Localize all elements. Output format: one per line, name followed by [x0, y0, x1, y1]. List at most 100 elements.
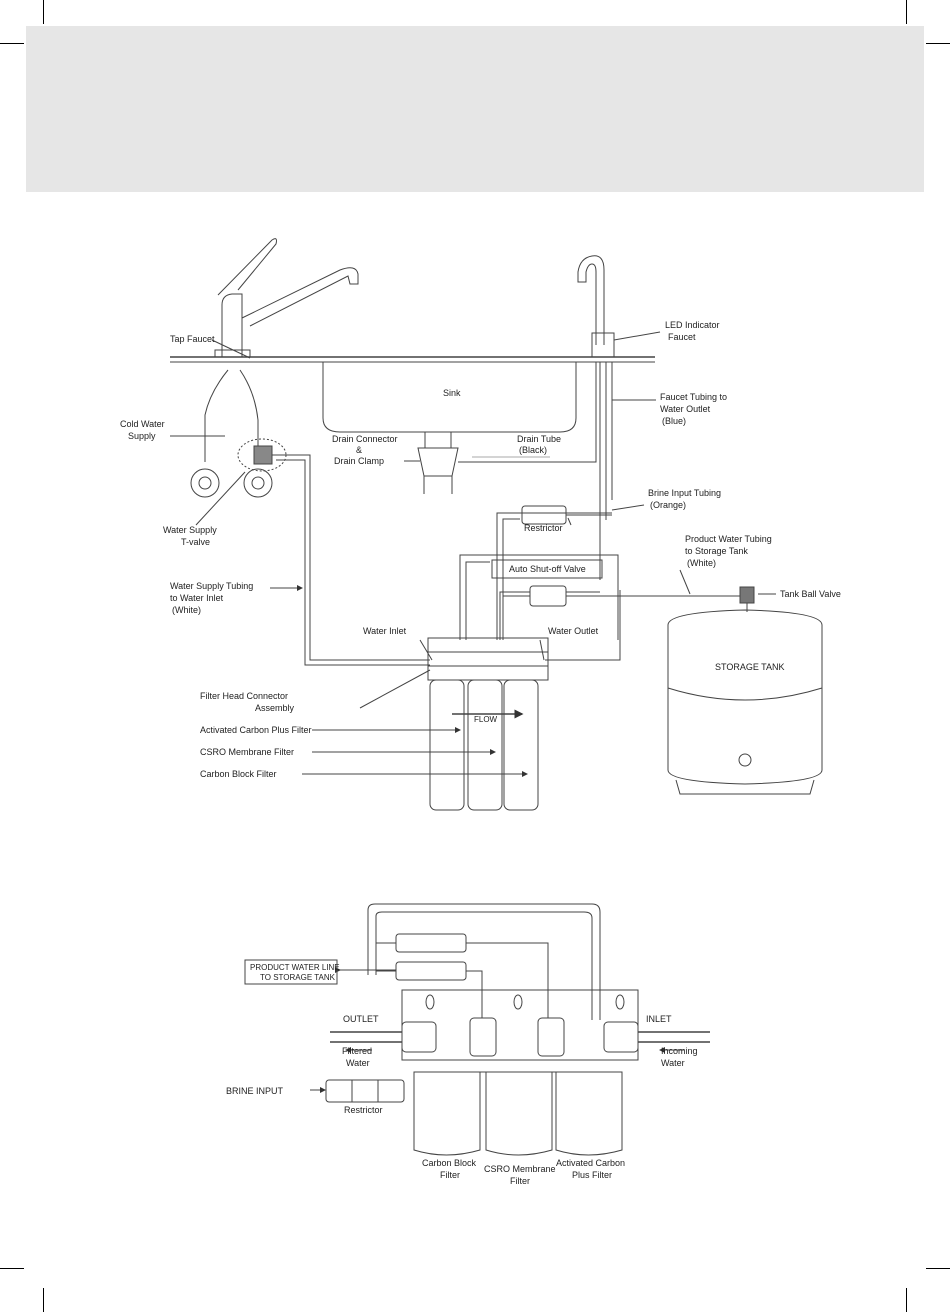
faucet-tubing-bundle: [599, 362, 613, 580]
shutoff-valve-hot: [243, 468, 273, 498]
label-bottom-restrictor: Restrictor: [344, 1105, 383, 1115]
crop-mark: [906, 0, 907, 24]
label-activated-carbon: Activated Carbon Plus Filter: [200, 725, 312, 735]
label-csro-2: Filter: [510, 1176, 530, 1186]
label-drain-tube-1: Drain Tube: [517, 434, 561, 444]
label-drain-connector-3: Drain Clamp: [334, 456, 384, 466]
label-tap-faucet: Tap Faucet: [170, 334, 215, 344]
label-restrictor: Restrictor: [524, 523, 563, 533]
label-outlet: OUTLET: [343, 1014, 379, 1024]
csro-membrane-cartridge: [467, 679, 503, 811]
label-brine-tubing-2: (Orange): [650, 500, 686, 510]
label-flow: FLOW: [474, 715, 498, 724]
top-diagram-labels: Tap Faucet Cold Water Supply Sink Drain …: [120, 320, 841, 779]
label-drain-connector-2: &: [356, 445, 362, 455]
label-sink: Sink: [443, 388, 461, 398]
label-csro-membrane: CSRO Membrane Filter: [200, 747, 294, 757]
label-cold-water-2: Supply: [128, 431, 156, 441]
label-incoming-2: Water: [661, 1058, 685, 1068]
bottom-diagram-labels: PRODUCT WATER LINE TO STORAGE TANK OUTLE…: [226, 963, 698, 1186]
top-tubing-loop: [367, 903, 601, 1020]
label-carbon-block-2: Filter: [440, 1170, 460, 1180]
shutoff-valve-cold: [190, 468, 220, 498]
crop-mark: [926, 43, 950, 44]
bottom-restrictor: [325, 1079, 405, 1103]
top-installation-diagram: [170, 238, 823, 811]
label-faucet-tubing-1: Faucet Tubing to: [660, 392, 727, 402]
label-cold-water-1: Cold Water: [120, 419, 165, 429]
outlet-port: [401, 1021, 437, 1053]
label-activated-carbon-1: Activated Carbon: [556, 1158, 625, 1168]
crop-mark: [0, 1268, 24, 1269]
auto-shutoff-tubing: [459, 554, 619, 640]
header-banner: [26, 26, 924, 192]
product-line-box: [244, 959, 338, 985]
tap-faucet-icon: [214, 238, 359, 358]
label-carbon-block-1: Carbon Block: [422, 1158, 477, 1168]
label-supply-tubing-2: to Water Inlet: [170, 593, 224, 603]
crop-mark: [906, 1288, 907, 1312]
fitting-right: [537, 1017, 565, 1057]
label-storage-tank: STORAGE TANK: [715, 662, 785, 672]
label-faucet-tubing-2: Water Outlet: [660, 404, 711, 414]
label-t-valve-1: Water Supply: [163, 525, 217, 535]
auto-shutoff-label-box: [491, 559, 603, 579]
label-drain-tube-2: (Black): [519, 445, 547, 455]
label-water-outlet: Water Outlet: [548, 626, 599, 636]
label-product-tubing-2: to Storage Tank: [685, 546, 748, 556]
label-tank-ball-valve: Tank Ball Valve: [780, 589, 841, 599]
check-valve-lower: [395, 961, 467, 981]
bottom-filter-diagram: [244, 903, 710, 1156]
carbon-block-cartridge: [503, 679, 539, 811]
crop-mark: [0, 43, 24, 44]
label-inlet: INLET: [646, 1014, 672, 1024]
inlet-port: [603, 1021, 639, 1053]
fitting-middle: [469, 1017, 497, 1057]
bottom-activated-carbon-cartridge: [555, 1071, 623, 1156]
filter-head-manifold: [401, 989, 639, 1061]
label-led-faucet-1: LED Indicator: [665, 320, 720, 330]
brine-tubing: [496, 512, 612, 640]
water-supply-tubing: [272, 454, 430, 661]
label-product-tubing-1: Product Water Tubing: [685, 534, 772, 544]
label-carbon-block: Carbon Block Filter: [200, 769, 277, 779]
label-filtered-1: Filtered: [342, 1046, 372, 1056]
auto-shutoff-valve: [529, 585, 567, 607]
label-filter-head-2: Assembly: [255, 703, 295, 713]
label-incoming-1: Incoming: [661, 1046, 698, 1056]
label-product-line-2: TO STORAGE TANK: [260, 973, 336, 982]
label-product-line-1: PRODUCT WATER LINE: [250, 963, 340, 972]
filter-head-assembly: [427, 637, 549, 681]
label-led-faucet-2: Faucet: [668, 332, 696, 342]
hot-supply-hose: [239, 369, 259, 462]
t-valve-icon: [253, 445, 273, 465]
label-drain-connector-1: Drain Connector: [332, 434, 398, 444]
label-filter-head-1: Filter Head Connector: [200, 691, 288, 701]
tank-ball-valve-icon: [739, 586, 755, 604]
crop-mark: [43, 0, 44, 24]
label-brine-tubing-1: Brine Input Tubing: [648, 488, 721, 498]
label-supply-tubing-3: (White): [172, 605, 201, 615]
label-product-tubing-3: (White): [687, 558, 716, 568]
label-auto-shutoff: Auto Shut-off Valve: [509, 564, 586, 574]
label-filtered-2: Water: [346, 1058, 370, 1068]
activated-carbon-cartridge: [429, 679, 465, 811]
restrictor: [521, 505, 567, 525]
label-water-inlet: Water Inlet: [363, 626, 407, 636]
label-t-valve-2: T-valve: [181, 537, 210, 547]
storage-tank: [667, 609, 823, 795]
label-brine-input: BRINE INPUT: [226, 1086, 284, 1096]
bottom-carbon-block-cartridge: [413, 1071, 481, 1156]
check-valve-upper: [395, 933, 467, 953]
cold-supply-hose: [204, 369, 229, 462]
drain-connector: [417, 447, 459, 477]
label-activated-carbon-2: Plus Filter: [572, 1170, 612, 1180]
bottom-csro-cartridge: [485, 1071, 553, 1156]
crop-mark: [43, 1288, 44, 1312]
drain-tube: [458, 362, 597, 463]
led-faucet-icon: [577, 255, 615, 358]
crop-mark: [926, 1268, 950, 1269]
label-faucet-tubing-3: (Blue): [662, 416, 686, 426]
label-csro-1: CSRO Membrane: [484, 1164, 556, 1174]
